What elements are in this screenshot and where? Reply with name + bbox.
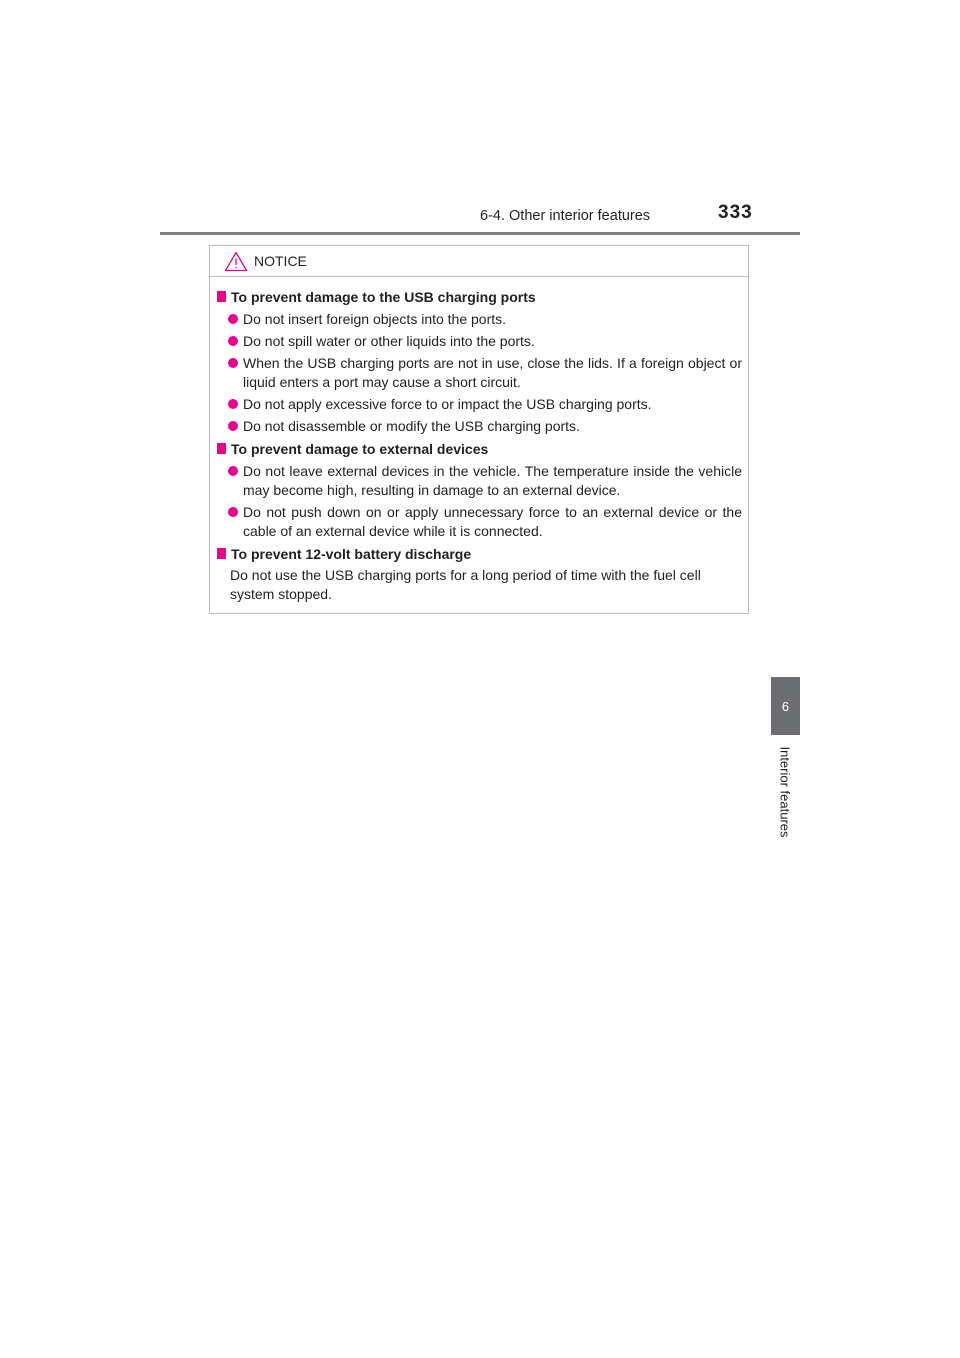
notice-label: NOTICE	[254, 253, 307, 269]
chapter-label: Interior features	[777, 746, 793, 838]
list-item: Do not insert foreign objects into the p…	[217, 310, 742, 329]
square-bullet-icon	[217, 548, 226, 559]
notice-box: NOTICE To prevent damage to the USB char…	[209, 245, 749, 614]
chapter-tab: 6	[771, 677, 800, 735]
circle-bullet-icon	[228, 358, 238, 368]
circle-bullet-icon	[228, 314, 238, 324]
section-heading: To prevent damage to the USB charging po…	[217, 288, 742, 307]
circle-bullet-icon	[228, 421, 238, 431]
list-item: Do not apply excessive force to or impac…	[217, 395, 742, 414]
notice-body: To prevent damage to the USB charging po…	[210, 277, 748, 604]
circle-bullet-icon	[228, 507, 238, 517]
list-item: Do not spill water or other liquids into…	[217, 332, 742, 351]
warning-icon	[224, 251, 248, 271]
circle-bullet-icon	[228, 399, 238, 409]
section-heading: To prevent damage to external devices	[217, 440, 742, 459]
header-rule	[160, 232, 800, 235]
circle-bullet-icon	[228, 466, 238, 476]
section-title: 6-4. Other interior features	[480, 208, 651, 224]
page-number: 333	[718, 202, 753, 223]
list-item: When the USB charging ports are not in u…	[217, 354, 742, 392]
list-item: Do not disassemble or modify the USB cha…	[217, 417, 742, 436]
square-bullet-icon	[217, 443, 226, 454]
circle-bullet-icon	[228, 336, 238, 346]
list-item: Do not push down on or apply unnecessary…	[217, 503, 742, 541]
paragraph: Do not use the USB charging ports for a …	[230, 567, 701, 602]
list-item: Do not leave external devices in the veh…	[217, 462, 742, 500]
chapter-number: 6	[781, 698, 790, 714]
section-heading: To prevent 12-volt battery discharge	[217, 545, 742, 564]
square-bullet-icon	[217, 291, 226, 302]
notice-header: NOTICE	[210, 246, 748, 277]
